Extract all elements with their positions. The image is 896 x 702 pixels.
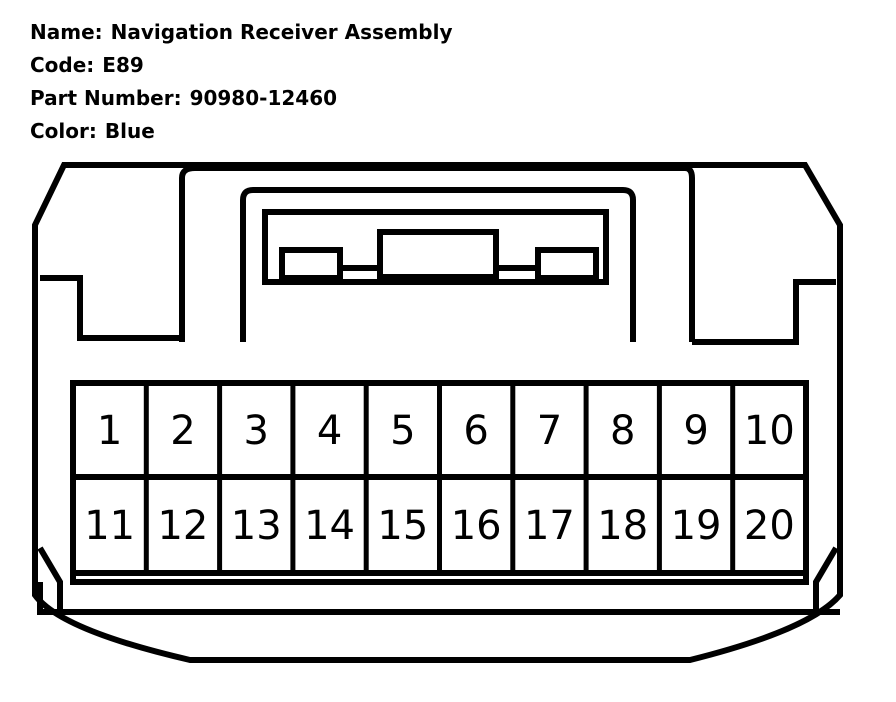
part-number-line: Part Number: 90980-12460 xyxy=(30,82,453,115)
code-line: Code: E89 xyxy=(30,49,453,82)
pin-6-label: 6 xyxy=(463,408,488,454)
pin-9-label: 9 xyxy=(683,408,708,454)
pin-8-label: 8 xyxy=(610,408,635,454)
lock-arm-frame xyxy=(240,187,636,342)
pin-2-label: 2 xyxy=(170,408,195,454)
pin-16-label: 16 xyxy=(451,503,502,549)
part-number-value: 90980-12460 xyxy=(189,86,338,110)
color-line: Color: Blue xyxy=(30,115,453,148)
top-center-boss xyxy=(179,165,695,342)
bottom-shelf xyxy=(70,573,809,585)
lock-arm-left xyxy=(279,247,343,281)
pin-12-label: 12 xyxy=(157,503,208,549)
code-label: Code: xyxy=(30,53,95,77)
name-label: Name: xyxy=(30,20,103,44)
right-corner-notch xyxy=(813,546,839,612)
pin-4-label: 4 xyxy=(317,408,342,454)
right-side-rail xyxy=(692,279,836,345)
left-corner-notch xyxy=(37,546,63,612)
pin-11-label: 11 xyxy=(84,503,135,549)
pin-5-label: 5 xyxy=(390,408,415,454)
lock-slot xyxy=(262,209,609,285)
left-side-rail xyxy=(40,275,182,341)
pin-7-label: 7 xyxy=(537,408,562,454)
pin-17-label: 17 xyxy=(524,503,575,549)
lock-tab xyxy=(377,229,499,280)
pin-13-label: 13 xyxy=(231,503,282,549)
pin-18-label: 18 xyxy=(597,503,648,549)
connector-info: Name: Navigation Receiver Assembly Code: E… xyxy=(30,16,453,148)
code-value: E89 xyxy=(102,53,144,77)
name-value: Navigation Receiver Assembly xyxy=(110,20,453,44)
pin-20-label: 20 xyxy=(744,503,795,549)
pin-3-label: 3 xyxy=(244,408,269,454)
pin-15-label: 15 xyxy=(377,503,428,549)
pin-1-label: 1 xyxy=(97,408,122,454)
color-value: Blue xyxy=(104,119,155,143)
name-line: Name: Navigation Receiver Assembly xyxy=(30,16,453,49)
pin-19-label: 19 xyxy=(671,503,722,549)
bottom-ledge xyxy=(37,582,840,615)
lock-arm-right xyxy=(535,247,599,281)
pin-10-label: 10 xyxy=(744,408,795,454)
part-number-label: Part Number: xyxy=(30,86,182,110)
pin-14-label: 14 xyxy=(304,503,355,549)
color-label: Color: xyxy=(30,119,97,143)
pin-dividers xyxy=(143,383,736,573)
